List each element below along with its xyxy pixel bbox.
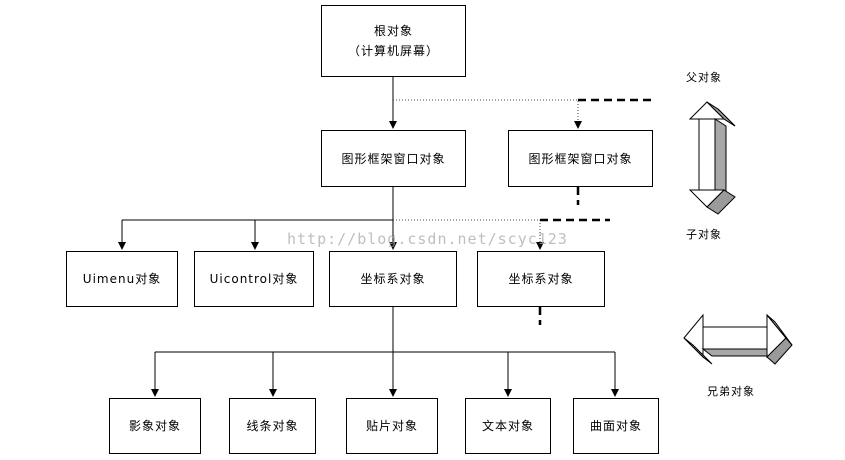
root-node-title: 根对象 — [373, 24, 413, 38]
patch-node-label: 贴片对象 — [365, 419, 418, 433]
line-node: 线条对象 — [229, 398, 316, 454]
text-node: 文本对象 — [465, 398, 551, 454]
edge-root-figure-sibling — [393, 99, 582, 129]
axes-node: 坐标系对象 — [329, 251, 457, 307]
parent-child-arrow-icon — [688, 101, 736, 215]
root-node: 根对象 （计算机屏幕） — [321, 5, 466, 77]
surface-node-label: 曲面对象 — [589, 419, 642, 433]
root-node-subtitle: （计算机屏幕） — [347, 44, 439, 58]
axes-node-label: 坐标系对象 — [360, 272, 426, 286]
legend-child-label: 子对象 — [686, 228, 722, 241]
axes-sibling-node: 坐标系对象 — [477, 251, 605, 307]
watermark: http://blog.csdn.net/scyc123 — [287, 230, 568, 248]
legend-sibling-label: 兄弟对象 — [707, 385, 755, 398]
uicontrol-node-label: Uicontrol对象 — [209, 272, 299, 286]
patch-node: 贴片对象 — [346, 398, 438, 454]
uimenu-node-label: Uimenu对象 — [82, 272, 162, 286]
figure-sibling-node-label: 图形框架窗口对象 — [528, 151, 633, 166]
uicontrol-node: Uicontrol对象 — [194, 251, 314, 307]
text-node-label: 文本对象 — [481, 419, 534, 433]
sibling-arrow-icon — [683, 313, 793, 365]
image-node: 影象对象 — [109, 398, 201, 454]
figure-node-label: 图形框架窗口对象 — [341, 151, 446, 166]
image-node-label: 影象对象 — [128, 419, 181, 433]
uimenu-node: Uimenu对象 — [66, 251, 178, 307]
figure-node: 图形框架窗口对象 — [321, 130, 466, 187]
figure-sibling-node: 图形框架窗口对象 — [508, 130, 653, 187]
axes-sibling-node-label: 坐标系对象 — [508, 272, 574, 286]
line-node-label: 线条对象 — [246, 419, 299, 433]
surface-node: 曲面对象 — [573, 398, 659, 454]
legend-parent-label: 父对象 — [686, 71, 722, 84]
